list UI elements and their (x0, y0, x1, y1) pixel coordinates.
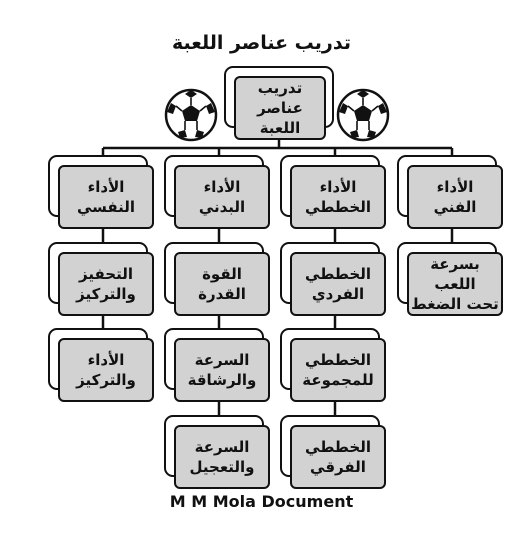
physical-item-label: السرعة والتعجيل (174, 425, 270, 489)
header-psychological-label: الأداء النفسي (58, 165, 154, 229)
root-node-label: تدريب عناصر اللعبة (234, 76, 326, 140)
tactical-item-label: الخططي الفردي (290, 252, 386, 316)
header-technical-label: الأداء الفني (407, 165, 503, 229)
soccer-ball-icon (164, 88, 218, 142)
footer-credit: M M Mola Document (169, 492, 354, 511)
tactical-item-label: الخططي الفرقي (290, 425, 386, 489)
psychological-item-label: الأداء والتركيز (58, 338, 154, 402)
physical-item-label: القوة القدرة (174, 252, 270, 316)
header-tactical-label: الأداء الخططي (290, 165, 386, 229)
diagram-title: تدريب عناصر اللعبة (172, 32, 351, 54)
technical-item-label: بسرعة اللعب تحت الضغط (407, 252, 503, 316)
header-physical-label: الأداء البدني (174, 165, 270, 229)
tactical-item-label: الخططي للمجموعة (290, 338, 386, 402)
soccer-ball-icon (336, 88, 390, 142)
psychological-item-label: التحفيز والتركيز (58, 252, 154, 316)
physical-item-label: السرعة والرشاقة (174, 338, 270, 402)
